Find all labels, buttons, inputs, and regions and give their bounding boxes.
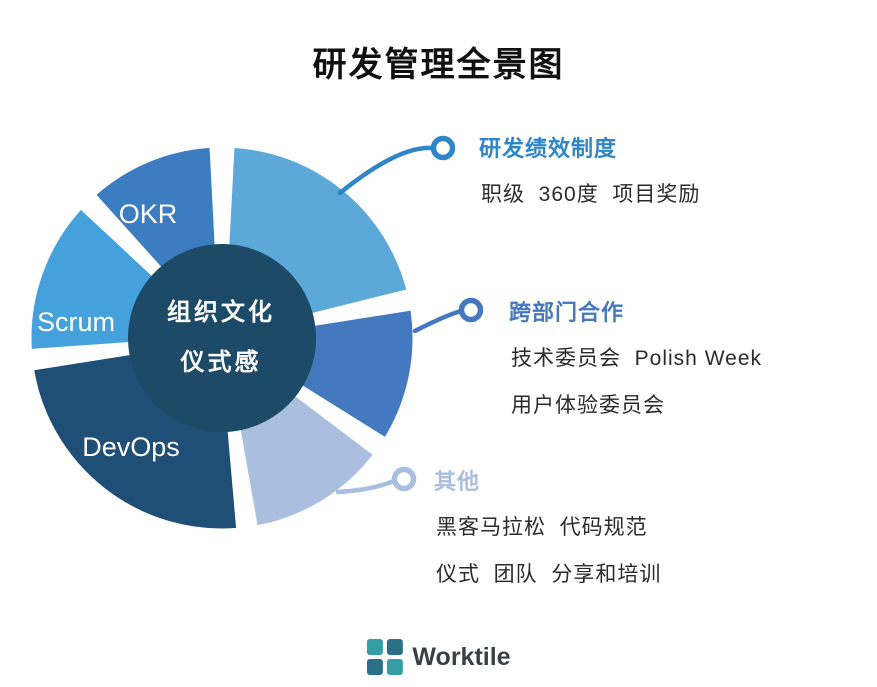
segment-label-okr: OKR xyxy=(119,199,178,229)
logo-cell-bl xyxy=(366,659,383,675)
segment-label-devops: DevOps xyxy=(82,432,180,462)
connector-line-other xyxy=(335,478,397,495)
callout-ring-crossdept xyxy=(458,297,484,323)
callout-other-line-2: 仪式 团队 分享和培训 xyxy=(436,563,662,586)
worktile-logo-text: Worktile xyxy=(412,642,511,671)
callout-crossdept-line-2: 用户体验委员会 xyxy=(511,394,665,417)
callout-crossdept-line-1: 技术委员会 Polish Week xyxy=(511,347,762,370)
logo-cell-br xyxy=(386,659,403,675)
connector-line-crossdept xyxy=(412,308,464,334)
callout-crossdept-heading: 跨部门合作 xyxy=(509,300,625,325)
callout-ring-other xyxy=(391,466,417,492)
connector-line-performance xyxy=(337,145,435,196)
callout-other: 其他 黑客马拉松 代码规范 仪式 团队 分享和培训 xyxy=(434,464,661,590)
callout-other-line-1: 黑客马拉松 代码规范 xyxy=(436,516,648,539)
logo-cell-tr xyxy=(386,639,403,655)
segment-label-scrum: Scrum xyxy=(37,307,115,337)
worktile-logo-icon xyxy=(366,639,403,675)
callout-crossdept: 跨部门合作 技术委员会 Polish Week 用户体验委员会 xyxy=(509,295,762,421)
callout-performance-line-1: 职级 360度 项目奖励 xyxy=(481,183,701,206)
center-circle xyxy=(128,244,316,432)
callout-performance: 研发绩效制度 职级 360度 项目奖励 xyxy=(479,131,700,210)
center-label-line2: 仪式感 xyxy=(180,348,262,376)
center-label-line1: 组织文化 xyxy=(167,298,275,326)
page-title: 研发管理全景图 xyxy=(312,45,565,84)
worktile-logo: Worktile xyxy=(366,639,511,675)
logo-cell-tl xyxy=(366,639,383,655)
callout-performance-heading: 研发绩效制度 xyxy=(479,136,618,161)
callout-other-heading: 其他 xyxy=(434,469,481,494)
callout-ring-performance xyxy=(430,135,456,161)
